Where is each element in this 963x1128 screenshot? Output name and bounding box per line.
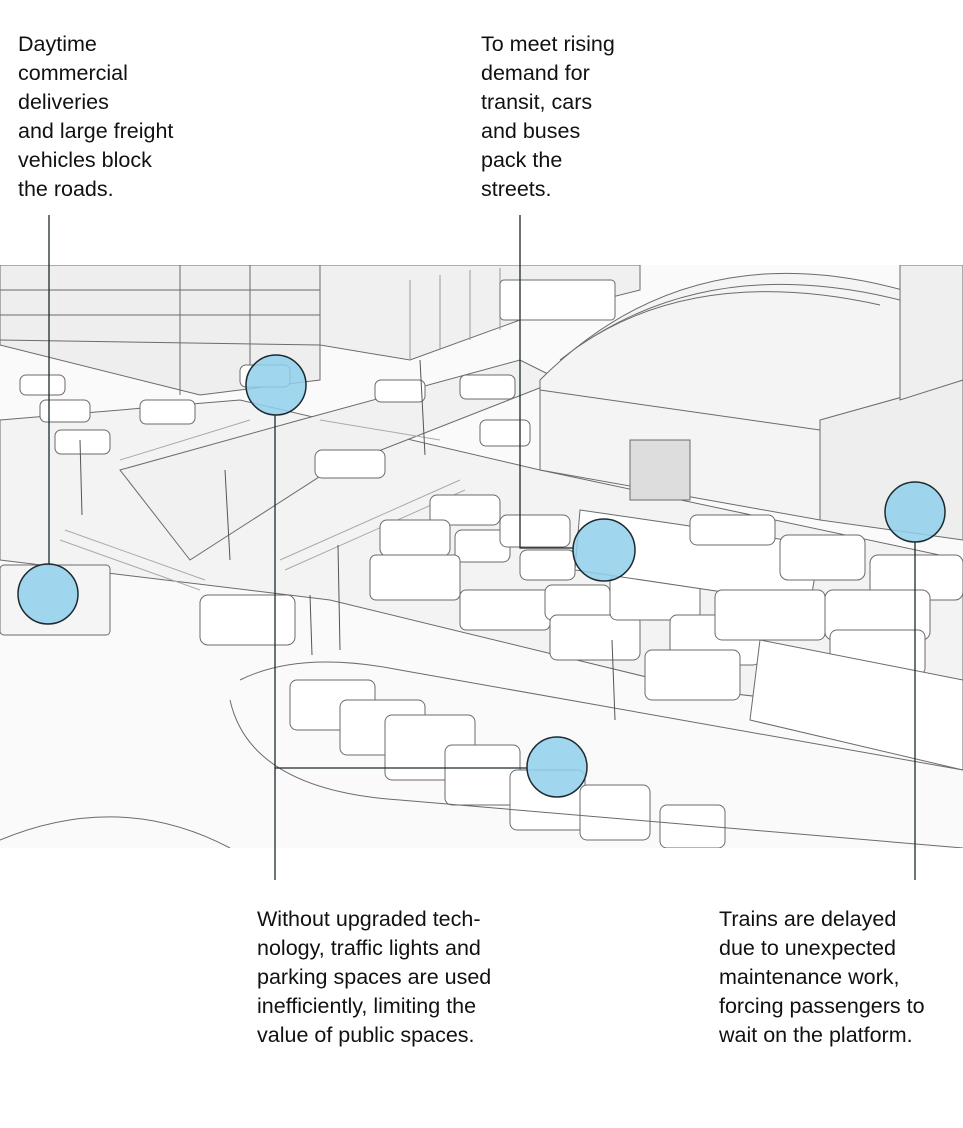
highlight-freight-truck [17, 563, 79, 625]
annotation-transit: To meet rising demand for transit, cars … [481, 32, 615, 201]
highlight-traffic-light [245, 354, 307, 416]
highlight-parking-space [526, 736, 588, 798]
highlight-bus [572, 518, 636, 582]
street-scene [0, 265, 963, 848]
vehicles [0, 279, 963, 848]
callout-lines [48, 215, 916, 880]
annotation-technology: Without upgraded tech- nology, traffic l… [257, 907, 492, 1047]
highlight-train-platform [884, 481, 946, 543]
annotation-trains: Trains are delayed due to unexpected mai… [719, 907, 925, 1047]
traffic-poles [79, 359, 616, 721]
annotation-freight: Daytime commercial deliveries and large … [18, 32, 174, 201]
